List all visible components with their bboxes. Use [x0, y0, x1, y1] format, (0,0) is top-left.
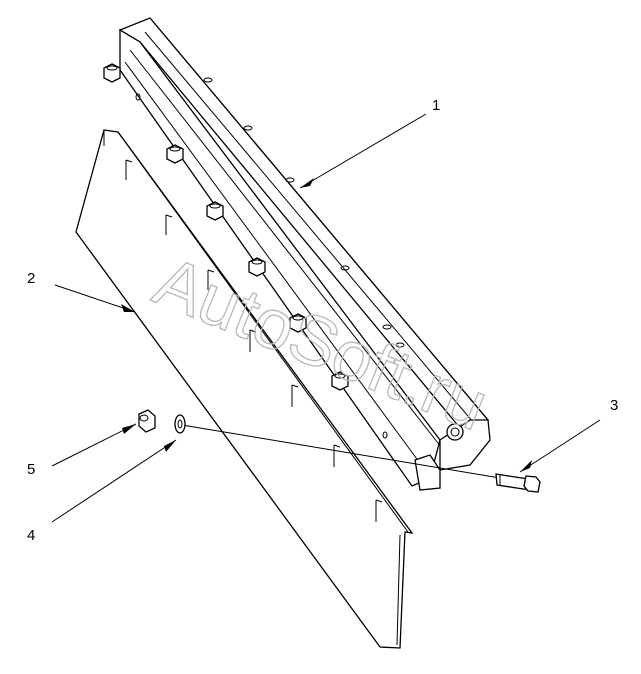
callout-4: 4: [27, 527, 35, 544]
beam-end-profile: [414, 419, 491, 491]
blade-plate: [75, 129, 414, 649]
callouts: 1 2 3 4 5: [27, 97, 618, 544]
beam-nuts: [103, 63, 349, 391]
callout-3: 3: [610, 397, 618, 414]
callout-2: 2: [27, 270, 35, 287]
leader-lines: [51, 113, 601, 523]
bolt-axis-line: [181, 424, 501, 479]
nut: [138, 409, 156, 433]
beam-holes: [135, 77, 405, 439]
callout-1: 1: [432, 97, 440, 114]
bolt: [495, 473, 541, 493]
blade-slots: [125, 159, 383, 522]
washer: [174, 414, 186, 434]
callout-5: 5: [27, 461, 35, 478]
